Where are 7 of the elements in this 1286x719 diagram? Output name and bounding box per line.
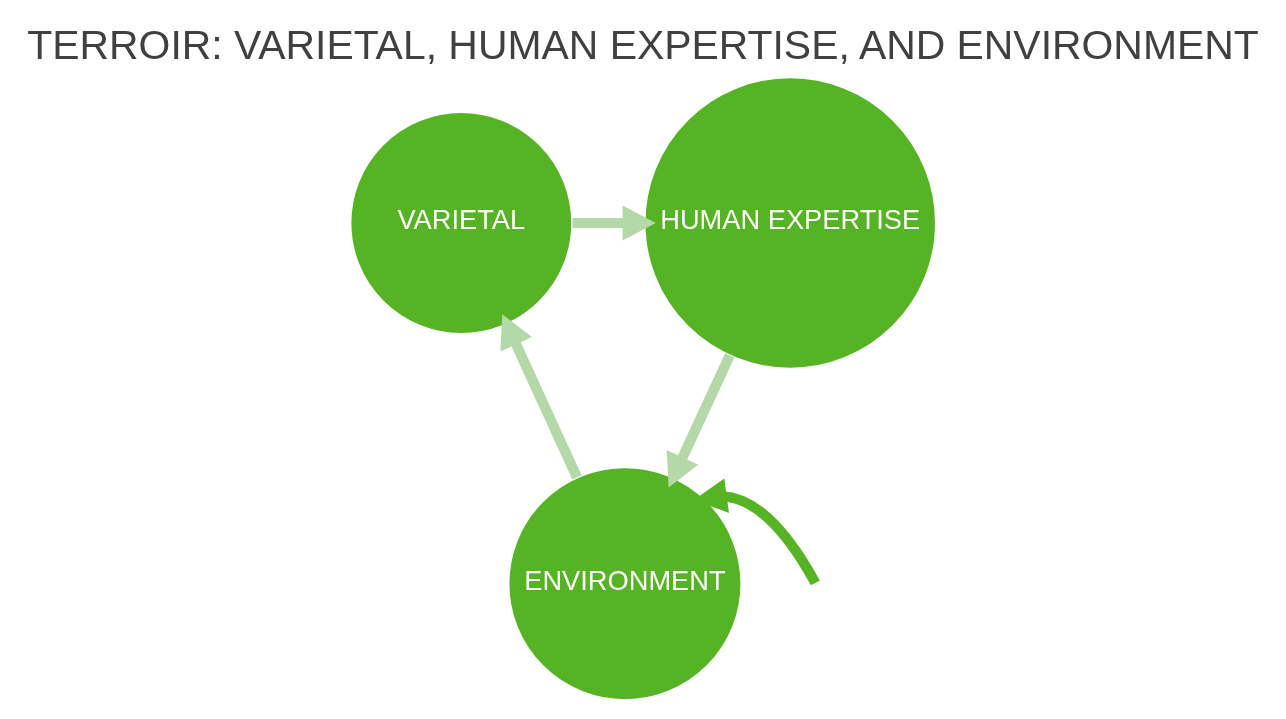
node-circle: HUMAN EXPERTISE	[643, 76, 937, 369]
diagram-title: TERROIR: VARIETAL, HUMAN EXPERTISE, AND ENVIRONMENT	[27, 21, 1259, 68]
node-circle: VARIETAL	[349, 110, 573, 335]
arrow	[500, 313, 582, 479]
node-circle: ENVIRONMENT	[507, 465, 743, 701]
arrow	[572, 205, 656, 240]
arrow	[666, 352, 735, 487]
